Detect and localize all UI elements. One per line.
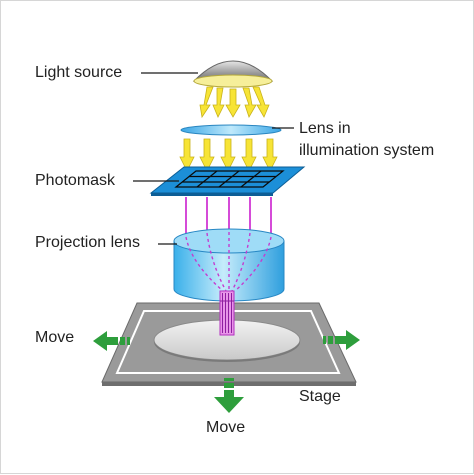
move-left-label: Move <box>35 329 75 346</box>
light-source-label: Light source <box>35 64 123 81</box>
projection-rays-upper <box>185 197 272 236</box>
exposure-pattern-icon <box>219 290 235 336</box>
light-rays-lower <box>179 138 278 172</box>
lens-label-line1: Lens in <box>299 120 351 137</box>
light-source-icon <box>192 60 274 88</box>
move-right-arrow-icon <box>323 330 360 350</box>
projection-lens-label: Projection lens <box>35 234 140 251</box>
photomask-icon <box>149 166 306 196</box>
stage-label: Stage <box>299 388 341 405</box>
leader-lines <box>133 72 294 245</box>
photomask-label: Photomask <box>35 172 116 189</box>
move-bottom-label: Move <box>206 419 246 436</box>
move-left-arrow-icon <box>93 331 130 351</box>
illumination-lens-icon <box>180 124 282 136</box>
projection-rays-converging <box>185 232 272 292</box>
move-down-arrow-icon <box>214 378 244 413</box>
light-rays-upper <box>199 86 270 119</box>
lens-label-line2: illumination system <box>299 142 435 159</box>
